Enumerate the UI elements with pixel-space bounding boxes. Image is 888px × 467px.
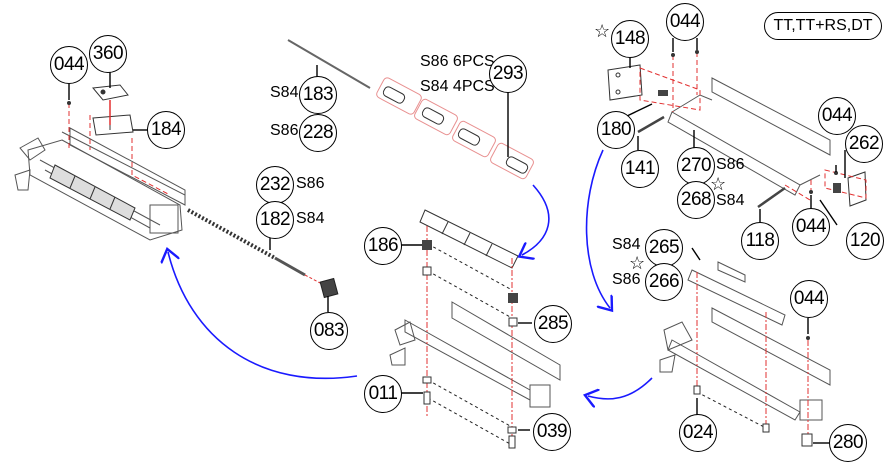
callout-083: 083	[310, 312, 348, 350]
callout-265: 265	[645, 229, 683, 267]
label-s86-6pcs: S86 6PCS	[420, 53, 495, 70]
callout-270: 270	[677, 147, 715, 185]
callout-184: 184	[147, 111, 185, 149]
callout-180: 180	[597, 111, 635, 149]
arrow-center-to-left	[168, 252, 358, 380]
label-s86-266: S86	[612, 271, 641, 288]
callout-228: 228	[299, 114, 337, 152]
label-s86-232: S86	[296, 175, 325, 192]
screw-024-a	[693, 385, 701, 395]
label-s84-265: S84	[612, 236, 641, 253]
label-s84-182: S84	[296, 210, 325, 227]
callout-285: 285	[534, 305, 572, 343]
callout-118: 118	[741, 222, 779, 260]
callout-268: 268	[677, 181, 715, 219]
part-148-bracket	[607, 64, 643, 101]
label-s84-4pcs: S84 4PCS	[420, 78, 495, 95]
left-guide-lines	[68, 100, 171, 196]
screw-024-b	[762, 423, 770, 433]
callout-024: 024	[679, 414, 717, 452]
callout-186: 186	[364, 227, 402, 265]
right-top-pins	[637, 115, 786, 209]
roller-sleeves	[382, 86, 529, 174]
screw-044-top-1	[671, 53, 675, 57]
callout-044-bottom: 044	[790, 280, 828, 318]
screw-044-top-2	[695, 50, 699, 54]
star-148: ☆	[594, 21, 611, 41]
callout-039: 039	[533, 413, 571, 451]
callout-148: 148	[611, 20, 649, 58]
center-dashed-links	[427, 243, 513, 446]
part-280-spacer	[801, 433, 813, 447]
screw-044-bottom	[806, 336, 810, 340]
callout-262: 262	[845, 125, 883, 163]
flow-arrows	[168, 149, 653, 399]
screw-044-mid	[809, 190, 813, 194]
screw-044-right	[834, 171, 838, 175]
center-frame-assembly	[389, 301, 561, 408]
star-270: ☆	[710, 174, 727, 194]
shaft-183	[287, 39, 371, 89]
screw-044-left	[67, 101, 71, 105]
label-s84-268: S84	[716, 192, 745, 209]
right-bottom-guides	[696, 272, 809, 435]
spring-shaft-182	[187, 208, 323, 285]
part-262-bracket	[847, 171, 867, 207]
star-265: ☆	[629, 253, 646, 273]
gear-083	[319, 277, 339, 299]
center-guide-lines	[426, 226, 513, 440]
callout-360: 360	[89, 35, 127, 73]
arrow-topright-to-bottomright	[585, 149, 610, 308]
callout-141: 141	[621, 150, 659, 188]
right-bottom-frame	[659, 307, 831, 421]
right-bottom-dashed-link	[696, 391, 767, 429]
callout-044-mid: 044	[792, 208, 830, 246]
callout-266: 266	[645, 263, 683, 301]
callout-280: 280	[829, 424, 867, 462]
callout-044-top: 044	[666, 3, 704, 41]
part-184-holder	[92, 114, 134, 136]
arrow-rollers-to-center	[522, 184, 550, 255]
callout-232: 232	[256, 166, 294, 204]
label-s84-183: S84	[270, 84, 299, 101]
part-360-bracket	[92, 84, 129, 101]
right-top-frame	[667, 77, 831, 196]
center-small-parts	[422, 240, 518, 449]
callout-044-right: 044	[818, 97, 856, 135]
callout-044: 044	[50, 46, 88, 84]
left-roller	[49, 164, 136, 221]
callout-011: 011	[364, 375, 402, 413]
part-265-266-plate	[687, 261, 786, 326]
label-s86-270: S86	[716, 156, 745, 173]
callout-120: 120	[846, 222, 884, 260]
callout-182: 182	[256, 201, 294, 239]
leader-lines	[68, 38, 846, 444]
label-s86-228: S86	[270, 122, 299, 139]
arrow-bottomright-to-center	[588, 377, 653, 399]
center-roller	[419, 209, 519, 269]
callout-293: 293	[489, 55, 527, 93]
callout-183: 183	[299, 76, 337, 114]
right-top-spring	[658, 90, 841, 193]
variant-label: TT,TT+RS,DT	[764, 12, 882, 40]
roller-set-293	[376, 77, 534, 180]
